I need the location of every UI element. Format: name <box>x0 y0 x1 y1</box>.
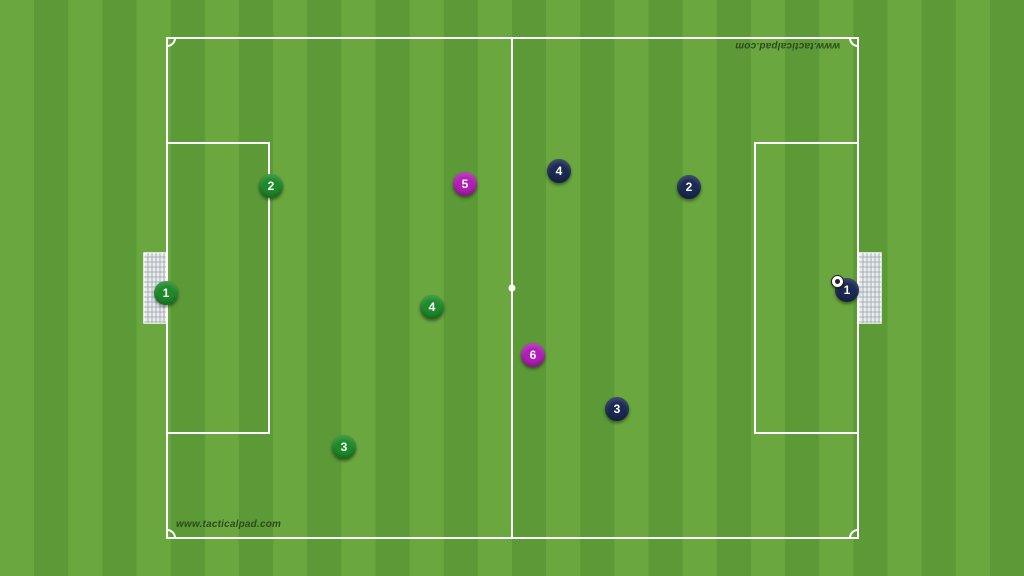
watermark-bottom: www.tacticalpad.com <box>176 519 282 530</box>
player-navy-3[interactable]: 3 <box>605 397 629 421</box>
corner-arc-top-left <box>166 37 176 47</box>
player-green-3[interactable]: 3 <box>332 435 356 459</box>
player-green-4[interactable]: 4 <box>420 295 444 319</box>
player-magenta-5[interactable]: 5 <box>453 172 477 196</box>
player-navy-4[interactable]: 4 <box>547 159 571 183</box>
player-green-2[interactable]: 2 <box>259 174 283 198</box>
player-magenta-6[interactable]: 6 <box>521 343 545 367</box>
player-green-1[interactable]: 1 <box>154 281 178 305</box>
watermark-top: www.tacticalpad.com <box>735 40 841 51</box>
corner-arc-bottom-right <box>849 529 859 539</box>
corner-arc-top-right <box>849 37 859 47</box>
soccer-ball-icon[interactable] <box>831 275 844 288</box>
corner-arc-bottom-left <box>166 529 176 539</box>
right-goal <box>858 252 882 324</box>
player-navy-2[interactable]: 2 <box>677 175 701 199</box>
center-spot <box>508 284 516 292</box>
